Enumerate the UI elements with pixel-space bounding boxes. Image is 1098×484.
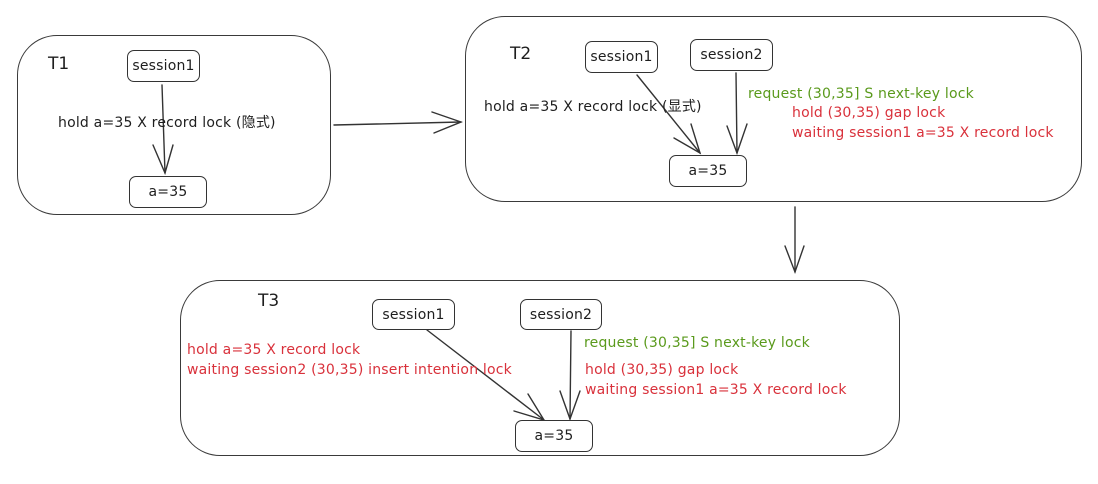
t1-to-t2-arrow	[333, 111, 463, 134]
t3-session1-wait-label: waiting session2 (30,35) insert intentio…	[187, 362, 512, 378]
frame-t3	[180, 280, 900, 456]
t3-session1-node[interactable]: session1	[372, 299, 455, 330]
t2-session2-node[interactable]: session2	[690, 39, 773, 71]
t2-session1-lock-label: hold a=35 X record lock (显式)	[484, 99, 702, 115]
t2-session2-request-label: request (30,35] S next-key lock	[748, 86, 974, 102]
t2-session2-wait-label: waiting session1 a=35 X record lock	[792, 125, 1054, 141]
t2-record-node[interactable]: a=35	[669, 155, 747, 187]
t3-session2-hold-label: hold (30,35) gap lock	[585, 362, 739, 378]
frame-t2-title: T2	[510, 44, 532, 64]
frame-t2	[465, 16, 1082, 202]
t1-session1-node[interactable]: session1	[127, 50, 200, 82]
t2-session2-hold-label: hold (30,35) gap lock	[792, 105, 946, 121]
frame-t1	[17, 35, 331, 215]
frame-t1-title: T1	[48, 54, 70, 74]
t3-session2-node[interactable]: session2	[520, 299, 602, 330]
t3-session1-hold-label: hold a=35 X record lock	[187, 342, 361, 358]
t2-session1-node[interactable]: session1	[585, 41, 658, 73]
t1-session1-lock-label: hold a=35 X record lock (隐式)	[58, 115, 276, 131]
frame-t3-title: T3	[258, 291, 280, 311]
t3-session2-wait-label: waiting session1 a=35 X record lock	[585, 382, 847, 398]
t1-record-node[interactable]: a=35	[129, 176, 207, 208]
t2-to-t3-arrow	[784, 206, 805, 275]
t3-session2-request-label: request (30,35] S next-key lock	[584, 335, 810, 351]
t3-record-node[interactable]: a=35	[515, 420, 593, 452]
